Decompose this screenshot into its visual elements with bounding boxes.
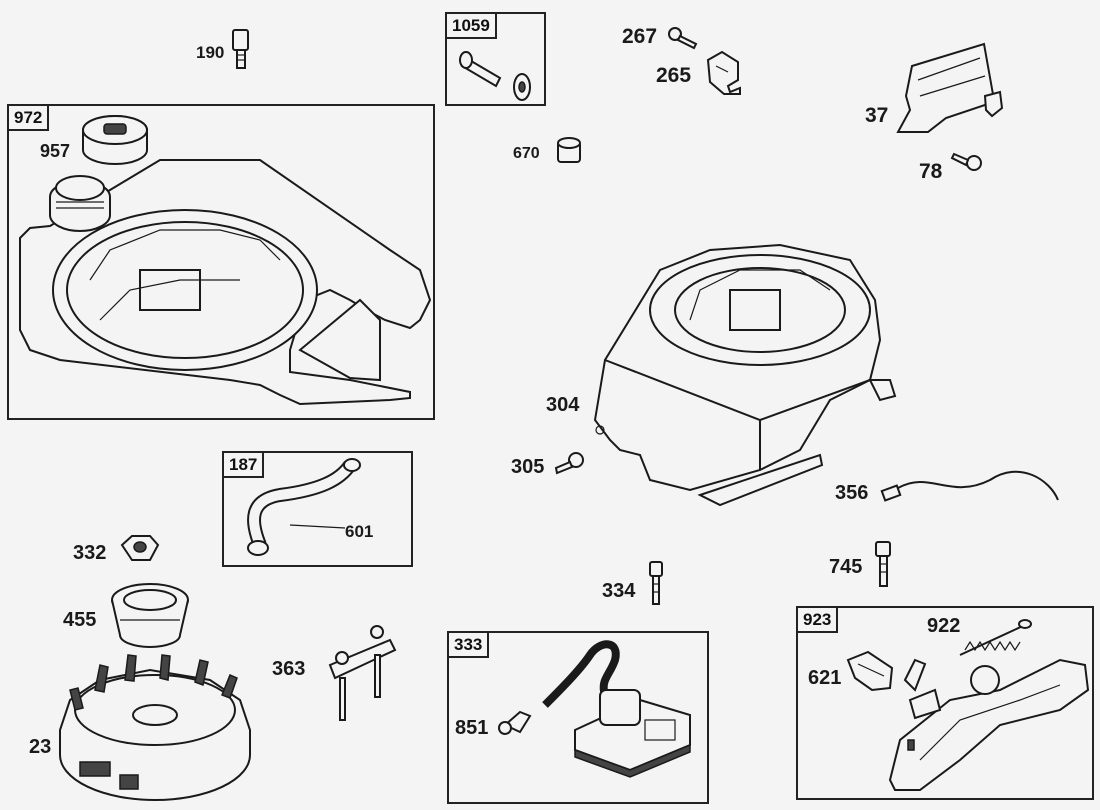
assembly-tag-1059: 1059 [447, 14, 497, 39]
bolt-190-icon [232, 29, 249, 69]
fuel-line-187-icon [247, 458, 361, 556]
part-label-267: 267 [622, 25, 658, 48]
assembly-box-923: 923 [796, 606, 1094, 800]
control-bracket-923-icon [888, 658, 1090, 791]
fuel-cap-957-icon [82, 115, 148, 165]
part-label-363: 363 [272, 658, 306, 680]
assembly-box-1059: 1059 [445, 12, 546, 106]
part-label-922: 922 [927, 615, 961, 637]
part-label-305: 305 [511, 456, 545, 478]
screw-305-icon [554, 452, 584, 475]
part-label-957: 957 [40, 141, 71, 161]
part-label-334: 334 [602, 580, 636, 602]
part-label-601: 601 [345, 522, 374, 541]
pin-washer-1059-icon [459, 51, 531, 101]
screw-267-icon [668, 27, 698, 50]
bolt-745-icon [875, 541, 891, 587]
part-label-190: 190 [196, 43, 225, 62]
screw-78-icon [950, 152, 982, 171]
part-label-78: 78 [919, 160, 943, 183]
assembly-box-972: 972 [7, 104, 435, 420]
blower-housing-304-icon [593, 243, 897, 507]
starter-cup-455-icon [111, 583, 189, 648]
flywheel-23-icon [59, 654, 251, 801]
assembly-box-333: 333 [447, 631, 709, 804]
clip-265-icon [706, 50, 741, 95]
bolt-334-icon [649, 561, 663, 605]
assembly-tag-333: 333 [449, 633, 490, 658]
assembly-box-187: 187 [222, 451, 413, 567]
part-label-23: 23 [29, 736, 52, 758]
part-label-37: 37 [865, 104, 889, 127]
assembly-tag-972: 972 [9, 106, 50, 131]
part-label-304: 304 [546, 394, 580, 416]
part-label-356: 356 [835, 482, 869, 504]
part-label-265: 265 [656, 64, 692, 87]
part-label-670: 670 [513, 145, 540, 162]
part-label-332: 332 [73, 542, 107, 564]
part-label-745: 745 [829, 556, 863, 578]
blower-housing-972-icon [19, 159, 432, 406]
governor-spring-922-icon [959, 619, 1032, 656]
link-621-icon [846, 650, 894, 692]
assembly-tag-923: 923 [798, 608, 839, 633]
bracket-363-icon [328, 625, 397, 721]
ignition-coil-333-icon [542, 640, 691, 778]
spark-boot-851-icon [498, 710, 532, 735]
part-label-621: 621 [808, 667, 842, 689]
part-label-851: 851 [455, 717, 489, 739]
ground-wire-356-icon [880, 470, 1059, 502]
nut-332-icon [120, 535, 160, 561]
bushing-670-icon [557, 137, 581, 163]
assembly-tag-187: 187 [224, 453, 265, 478]
air-baffle-37-icon [896, 42, 1004, 133]
part-label-455: 455 [63, 609, 97, 631]
